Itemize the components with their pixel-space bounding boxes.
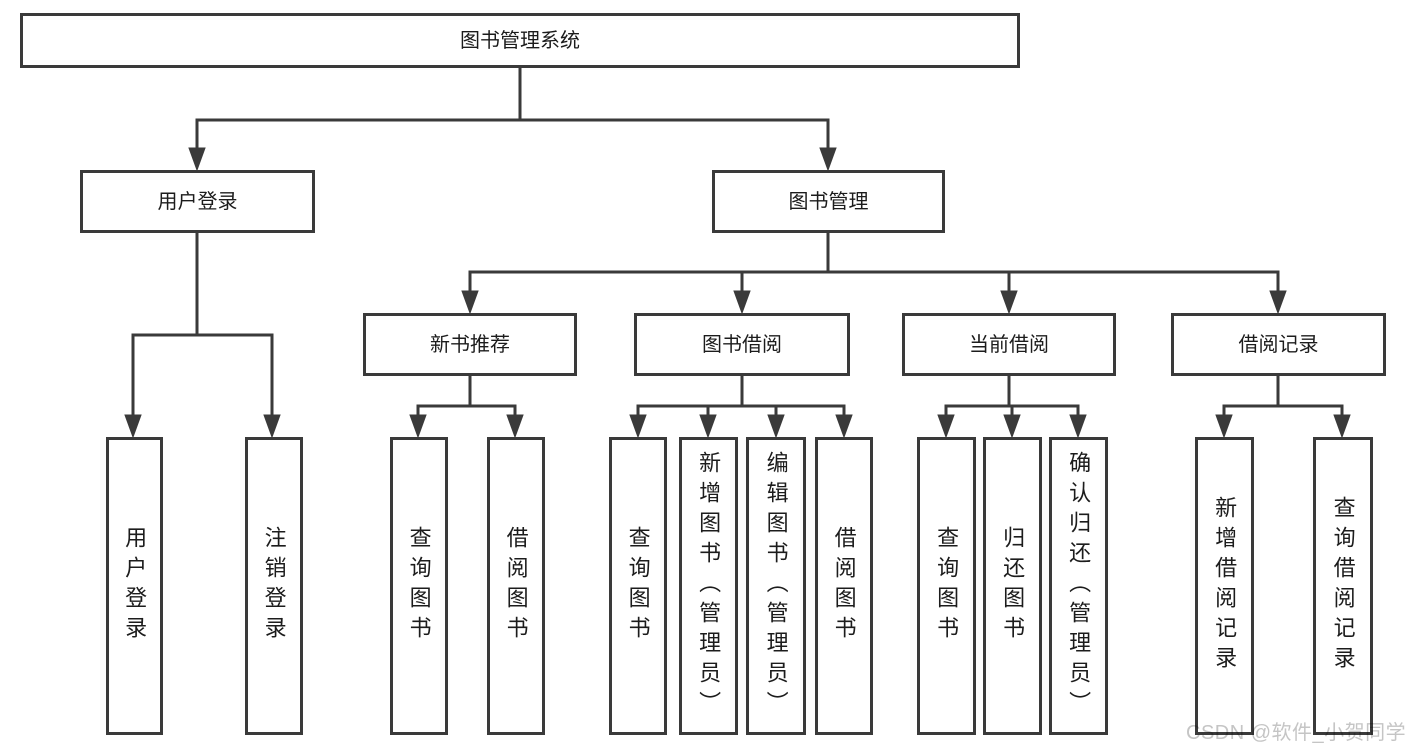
leaf-recommend-query-books-label: 查询图书 [406, 526, 432, 646]
node-borrow-records-label: 借阅记录 [1238, 333, 1319, 356]
node-book-borrow-label: 图书借阅 [702, 333, 782, 356]
node-book-management: 图书管理 [712, 170, 945, 233]
leaf-add-books-admin-label: 新增图书（管理员） [696, 451, 722, 721]
leaf-edit-books-admin-label: 编辑图书（管理员） [763, 451, 789, 721]
node-new-book-recommend: 新书推荐 [363, 313, 577, 376]
node-book-borrow: 图书借阅 [634, 313, 850, 376]
leaf-user-login-label: 用户登录 [122, 526, 148, 646]
leaf-recommend-query-books: 查询图书 [390, 437, 448, 735]
connector-current-borrow-branch [937, 374, 1087, 439]
leaf-edit-books-admin: 编辑图书（管理员） [746, 437, 806, 735]
leaf-recommend-borrow-books-label: 借阅图书 [503, 526, 529, 646]
node-current-borrow: 当前借阅 [902, 313, 1116, 376]
connector-new-book-branch [409, 374, 524, 439]
leaf-return-books-label: 归还图书 [1000, 526, 1026, 646]
connector-user-login-branch [124, 231, 281, 439]
leaf-query-borrow-record-label: 查询借阅记录 [1330, 496, 1356, 676]
leaf-current-query-books: 查询图书 [917, 437, 976, 735]
leaf-confirm-return-admin: 确认归还（管理员） [1049, 437, 1108, 735]
leaf-logout-label: 注销登录 [261, 526, 287, 646]
leaf-recommend-borrow-books: 借阅图书 [487, 437, 545, 735]
node-current-borrow-label: 当前借阅 [969, 333, 1049, 356]
leaf-query-borrow-record: 查询借阅记录 [1313, 437, 1373, 735]
node-borrow-records: 借阅记录 [1171, 313, 1386, 376]
leaf-return-books: 归还图书 [983, 437, 1042, 735]
connector-borrow-records-branch [1215, 374, 1351, 439]
node-book-management-label: 图书管理 [788, 190, 869, 213]
node-root-system: 图书管理系统 [20, 13, 1020, 68]
node-root-label: 图书管理系统 [460, 29, 580, 52]
leaf-borrow-books-label: 借阅图书 [831, 526, 857, 646]
leaf-add-books-admin: 新增图书（管理员） [679, 437, 738, 735]
csdn-watermark: CSDN @软件_小贺同学 [1186, 722, 1405, 744]
node-user-login: 用户登录 [80, 170, 315, 233]
connector-book-management-branch [461, 231, 1287, 315]
leaf-confirm-return-admin-label: 确认归还（管理员） [1066, 451, 1092, 721]
leaf-borrow-books: 借阅图书 [815, 437, 873, 735]
leaf-add-borrow-record: 新增借阅记录 [1195, 437, 1254, 735]
leaf-borrow-query-books: 查询图书 [609, 437, 667, 735]
connector-book-borrow-branch [629, 374, 853, 439]
leaf-user-login: 用户登录 [106, 437, 163, 735]
leaf-current-query-books-label: 查询图书 [934, 526, 960, 646]
node-new-book-recommend-label: 新书推荐 [430, 333, 510, 356]
leaf-logout: 注销登录 [245, 437, 303, 735]
node-user-login-label: 用户登录 [157, 190, 238, 213]
connector-root-to-level1 [188, 66, 837, 172]
leaf-add-borrow-record-label: 新增借阅记录 [1212, 496, 1238, 676]
leaf-borrow-query-books-label: 查询图书 [625, 526, 651, 646]
